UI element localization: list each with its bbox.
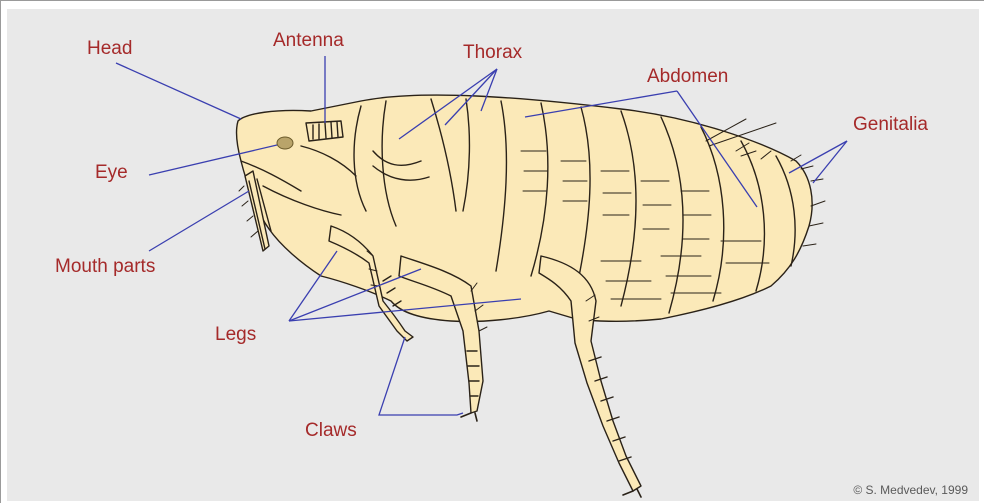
label-abdomen: Abdomen xyxy=(647,67,728,86)
copyright-credit: © S. Medvedev, 1999 xyxy=(853,483,968,497)
label-mouth-parts: Mouth parts xyxy=(55,257,155,276)
leader-line-head xyxy=(116,63,241,119)
label-thorax: Thorax xyxy=(463,43,522,62)
leader-line-claws xyxy=(379,337,463,415)
eye-structure xyxy=(277,137,293,149)
label-legs: Legs xyxy=(215,325,256,344)
label-claws: Claws xyxy=(305,421,357,440)
label-eye: Eye xyxy=(95,163,128,182)
label-genitalia: Genitalia xyxy=(853,115,928,134)
label-head: Head xyxy=(87,39,132,58)
leader-line-genitalia-2 xyxy=(813,141,847,183)
label-antenna: Antenna xyxy=(273,31,344,50)
leader-line-mouth-parts xyxy=(149,191,249,251)
